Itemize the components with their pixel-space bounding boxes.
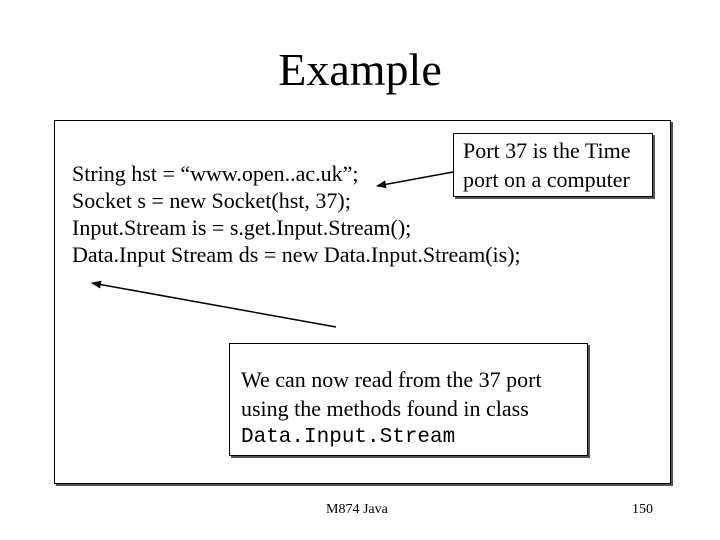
- content-frame: [54, 120, 671, 484]
- port-callout-line-2: port on a computer: [463, 167, 630, 192]
- read-callout-line-1: We can now read from the 37 port: [241, 367, 542, 392]
- footer-course: M874 Java: [326, 502, 388, 517]
- read-callout-class-name: Data.Input.Stream: [241, 426, 456, 449]
- code-line-input-stream: Input.Stream is = s.get.Input.Stream();: [72, 215, 412, 240]
- read-callout-line-2: using the methods found in class: [241, 396, 529, 421]
- code-line-data-input-stream: Data.Input Stream ds = new Data.Input.St…: [72, 242, 521, 267]
- read-callout-box: We can now read from the 37 port using t…: [229, 343, 588, 456]
- port-callout-line-1: Port 37 is the Time: [463, 138, 631, 163]
- code-line-socket: Socket s = new Socket(hst, 37);: [72, 188, 351, 213]
- slide-title: Example: [278, 44, 442, 95]
- port-callout-box: Port 37 is the Time port on a computer: [453, 133, 653, 197]
- code-block: String hst = “www.open..ac.uk”; Socket s…: [72, 160, 521, 268]
- footer-page-number: 150: [632, 502, 653, 517]
- code-line-string-hst: String hst = “www.open..ac.uk”;: [72, 161, 359, 186]
